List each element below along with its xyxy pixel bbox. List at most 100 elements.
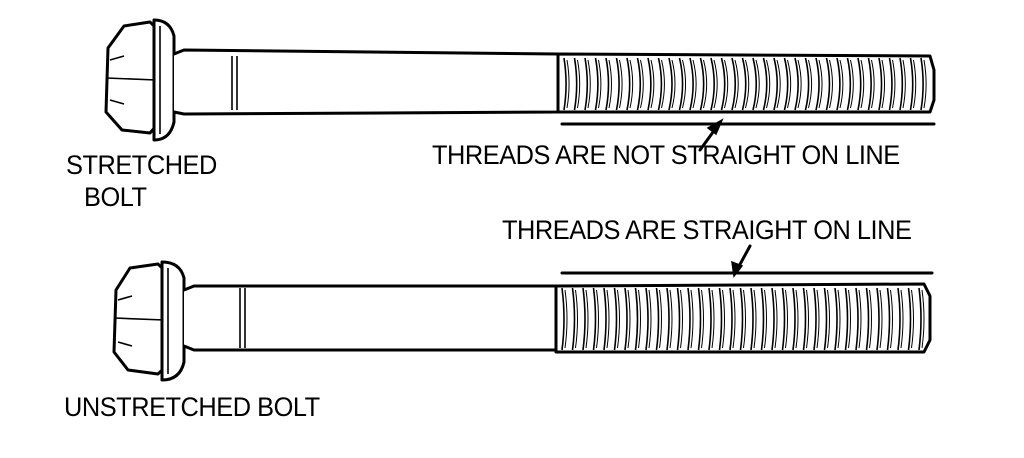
thread-ridge	[848, 289, 851, 349]
thread-ridge	[563, 57, 567, 111]
thread-ridge	[598, 59, 602, 109]
thread-ridge	[606, 289, 610, 349]
thread-ridge	[650, 59, 655, 109]
thread-ridge	[783, 57, 789, 111]
thread-ridge	[773, 57, 779, 111]
thread-ridge	[629, 59, 634, 109]
thread-ridge	[655, 287, 660, 351]
thread-ridge	[577, 59, 581, 109]
thread-ridge	[787, 59, 792, 109]
thread-ridge	[869, 289, 872, 349]
thread-ridge	[764, 289, 767, 349]
thread-ridge	[732, 289, 736, 349]
thread-ridge	[615, 57, 620, 111]
thread-ridge	[923, 59, 927, 109]
thread-ridge	[680, 289, 683, 349]
thread-ridge	[776, 59, 781, 109]
thread-ridge	[855, 287, 859, 351]
thread-ridge	[594, 57, 599, 111]
thread-ridge	[587, 59, 591, 109]
thread-ridge	[689, 57, 694, 111]
thread-ridge	[724, 59, 729, 109]
thread-ridge	[753, 289, 757, 349]
thread-ridge	[592, 287, 597, 351]
thread-ridge	[697, 287, 702, 351]
thread-ridge	[921, 289, 925, 349]
thread-ridge	[711, 289, 715, 349]
thread-ridge	[636, 57, 642, 111]
thread-ridge	[913, 59, 917, 109]
thread-ridge	[564, 289, 568, 349]
unstretched-bolt	[112, 244, 934, 382]
thread-ridge	[802, 287, 807, 351]
thread-ridge	[710, 57, 715, 111]
thread-ridge	[678, 57, 684, 111]
thread-ridge	[792, 287, 796, 351]
thread-ridge	[659, 289, 662, 349]
thread-ridge	[619, 59, 623, 109]
unstretched-bolt-shank	[182, 284, 558, 352]
thread-ridge	[638, 289, 641, 349]
thread-ridge	[752, 57, 758, 111]
thread-ridge	[585, 289, 589, 349]
thread-ridge	[867, 57, 872, 111]
thread-ridge	[902, 59, 906, 109]
thread-ridge	[661, 59, 665, 109]
thread-ridge	[666, 287, 670, 351]
thread-ridge	[745, 59, 750, 109]
thread-ridge	[825, 57, 831, 111]
thread-ridge	[909, 57, 914, 111]
thread-ridge	[613, 287, 618, 351]
thread-ridge	[834, 287, 838, 351]
thread-ridge	[837, 289, 841, 349]
threads-not-straight-caption: THREADS ARE NOT STRAIGHT ON LINE	[432, 140, 900, 170]
thread-ridge	[806, 289, 809, 349]
thread-ridge	[676, 287, 681, 351]
thread-ridge	[584, 57, 589, 111]
unstretched-arrow	[731, 244, 752, 278]
thread-ridge	[647, 57, 652, 111]
thread-ridge	[918, 287, 922, 351]
thread-ridge	[640, 59, 644, 109]
thread-ridge	[669, 289, 673, 349]
thread-ridge	[900, 289, 904, 349]
threads-straight-caption: THREADS ARE STRAIGHT ON LINE	[502, 215, 912, 245]
thread-ridge	[605, 57, 610, 111]
thread-ridge	[865, 287, 870, 351]
stretched-bolt-head	[104, 20, 158, 135]
thread-ridge	[858, 289, 862, 349]
thread-ridge	[626, 57, 631, 111]
thread-ridge	[575, 289, 578, 349]
thread-ridge	[839, 59, 844, 109]
thread-ridge	[571, 287, 576, 351]
thread-ridge	[692, 59, 697, 109]
stretched-arrow	[698, 118, 724, 152]
thread-ridge	[699, 57, 705, 111]
thread-ridge	[871, 59, 875, 109]
thread-ridge	[879, 289, 883, 349]
thread-ridge	[771, 287, 775, 351]
stretched-bolt-label-line1: STRETCHED	[66, 150, 217, 180]
thread-ridge	[561, 287, 565, 351]
thread-ridge	[731, 57, 737, 111]
thread-ridge	[818, 59, 823, 109]
thread-ridge	[734, 59, 739, 109]
thread-ridge	[836, 57, 841, 111]
thread-ridge	[624, 287, 628, 351]
unstretched-bolt-head	[112, 262, 166, 376]
thread-ridge	[823, 287, 828, 351]
stretched-bolt-threads	[556, 52, 936, 114]
thread-ridge	[713, 59, 718, 109]
thread-ridge	[648, 289, 652, 349]
stretched-bolt	[104, 18, 936, 152]
thread-ridge	[781, 287, 786, 351]
thread-ridge	[816, 289, 820, 349]
thread-ridge	[755, 59, 760, 109]
thread-ridge	[739, 287, 744, 351]
thread-ridge	[682, 59, 687, 109]
thread-ridge	[886, 287, 891, 351]
thread-ridge	[718, 287, 723, 351]
thread-ridge	[907, 287, 912, 351]
thread-ridge	[743, 289, 746, 349]
